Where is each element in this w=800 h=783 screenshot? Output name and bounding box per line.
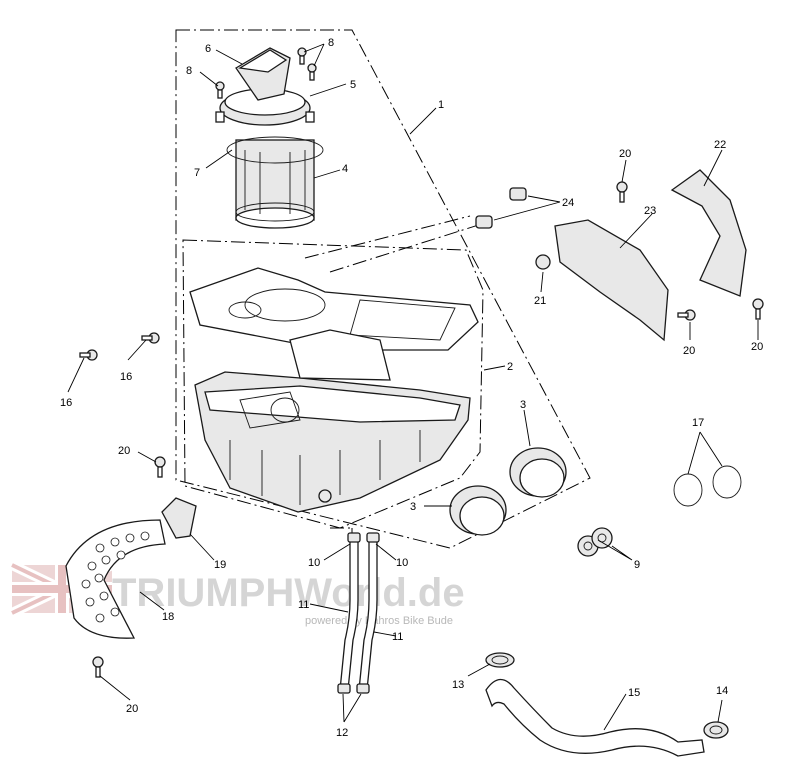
hose-clip-14 [703, 721, 729, 739]
shield-bracket [161, 497, 197, 539]
breather-pipes [337, 532, 380, 694]
assembly-1-outline [175, 29, 591, 549]
o-rings-17 [673, 465, 742, 507]
screws-8 [215, 47, 317, 99]
callout-3-lower: 3 [410, 501, 416, 513]
callout-5: 5 [350, 79, 356, 91]
intake-snorkel [235, 47, 291, 101]
callout-20-left: 20 [118, 445, 130, 457]
callout-20-right: 20 [751, 341, 763, 353]
callout-20-top: 20 [619, 148, 631, 160]
callout-23: 23 [644, 205, 656, 217]
assembly-2-outline [182, 239, 484, 529]
callout-8-left: 8 [186, 65, 192, 77]
watermark-tagline: powered by Bahros Bike Bude [305, 615, 453, 627]
hose-clip-13 [485, 652, 515, 668]
side-bracket [554, 219, 669, 342]
callout-18: 18 [162, 611, 174, 623]
leader-lines [67, 43, 759, 731]
callout-labels: 6 8 8 5 1 7 4 24 21 20 22 23 20 20 2 3 3… [60, 37, 763, 739]
clips-9 [577, 527, 613, 557]
callout-17: 17 [692, 417, 704, 429]
screws-20 [92, 181, 764, 678]
side-cover [670, 169, 747, 297]
callout-16-left: 16 [60, 397, 72, 409]
callout-11-right: 11 [392, 631, 403, 643]
airbox-housing [189, 267, 479, 513]
watermark-brand: TRIUMPHWorld.de [112, 571, 465, 615]
callout-12: 12 [336, 727, 348, 739]
rubber-bushes [475, 187, 527, 229]
callout-8-top: 8 [328, 37, 334, 49]
hose-15 [485, 678, 705, 757]
callout-10-right: 10 [396, 557, 408, 569]
intake-rubbers [449, 447, 567, 536]
callout-3-upper: 3 [520, 399, 526, 411]
callout-14: 14 [716, 685, 728, 697]
callout-4: 4 [342, 163, 348, 175]
callout-9: 9 [634, 559, 640, 571]
washer [535, 254, 551, 270]
callout-21: 21 [534, 295, 546, 307]
callout-20-bottom: 20 [126, 703, 138, 715]
watermark: TRIUMPHWorld.de powered by Bahros Bike B… [9, 560, 465, 627]
callout-15: 15 [628, 687, 640, 699]
air-filter-element [235, 139, 315, 229]
callout-13: 13 [452, 679, 464, 691]
callout-16-right: 16 [120, 371, 132, 383]
filter-cover [215, 88, 315, 126]
callout-10-left: 10 [308, 557, 320, 569]
callout-2: 2 [507, 361, 513, 373]
callout-22: 22 [714, 139, 726, 151]
callout-19: 19 [214, 559, 226, 571]
callout-24: 24 [562, 197, 574, 209]
callout-11-left: 11 [298, 599, 309, 611]
callout-20-mid: 20 [683, 345, 695, 357]
heat-shield [65, 519, 166, 639]
screws-16 [79, 332, 160, 361]
callout-7: 7 [194, 167, 200, 179]
callout-6: 6 [205, 43, 211, 55]
o-ring [226, 136, 324, 164]
callout-1: 1 [438, 99, 444, 111]
breather-leader-lines [304, 215, 489, 273]
